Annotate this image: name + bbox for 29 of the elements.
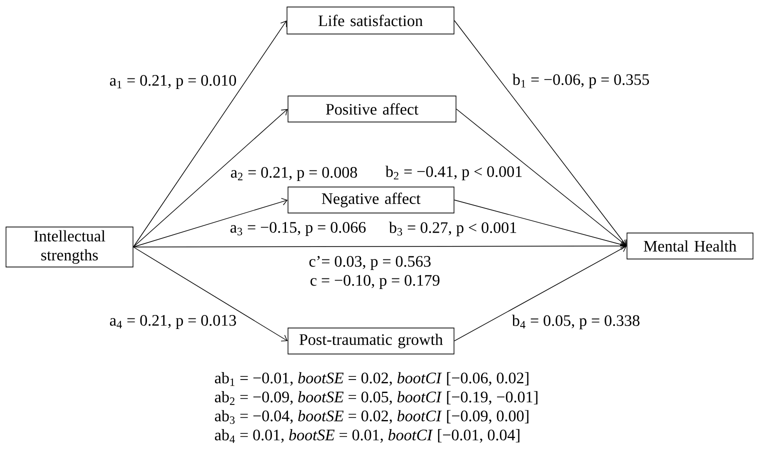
statistics-line: ab$_{4}$ = 0.01, bootSE = 0.01, bootCI [−0.01, 0.04] bbox=[214, 429, 520, 443]
arrow bbox=[456, 108, 627, 246]
arrow bbox=[133, 198, 288, 248]
edge-label: b$_{2}$ = −0.41, p < 0.001 bbox=[384, 164, 524, 182]
edge-label: b$_{1}$ = −0.06, p = 0.355 bbox=[511, 72, 651, 90]
variable-box: Post-traumatic growth bbox=[288, 328, 454, 354]
statistics-line: ab$_{1}$ = −0.01, bootSE = 0.02, bootCI [−0.06, 0.02] bbox=[214, 372, 528, 386]
coefficient-label: c = −0.10, p = 0.179 bbox=[310, 274, 440, 290]
arrow bbox=[454, 245, 627, 342]
statistics-line: ab$_{2}$ = −0.09, bootSE = 0.05, bootCI [−0.19, −0.01] bbox=[214, 391, 538, 405]
arrow bbox=[454, 200, 627, 248]
edge-label: a$_{2}$ = 0.21, p = 0.008 bbox=[229, 166, 359, 182]
edge-label: b$_{3}$ = 0.27, p < 0.001 bbox=[388, 220, 518, 238]
statistics-line: ab$_{3}$ = −0.04, bootSE = 0.02, bootCI [−0.09, 0.00] bbox=[214, 410, 528, 424]
arrow bbox=[133, 246, 288, 342]
variable-box: Positive affect bbox=[288, 96, 456, 122]
variable-box: Negative affect bbox=[288, 186, 454, 214]
edge-label: b$_{4}$ = 0.05, p = 0.338 bbox=[510, 314, 642, 330]
edge-label: a$_{4}$ = 0.21, p = 0.013 bbox=[108, 314, 238, 330]
variable-box: Mental Health bbox=[626, 232, 754, 260]
arrow bbox=[454, 20, 627, 246]
arrow bbox=[133, 109, 288, 248]
edge-label: a$_{1}$ = 0.21, p = 0.010 bbox=[108, 74, 238, 90]
edge-label: c’= 0.03, p = 0.563 bbox=[308, 254, 432, 272]
variable-box: Intellectual strengths bbox=[6, 226, 134, 268]
arrow bbox=[133, 20, 287, 248]
variable-box: Life satisfaction bbox=[286, 6, 454, 34]
arrow bbox=[133, 242, 627, 250]
edge-label: a$_{3}$ = −0.15, p = 0.066 bbox=[228, 220, 368, 238]
